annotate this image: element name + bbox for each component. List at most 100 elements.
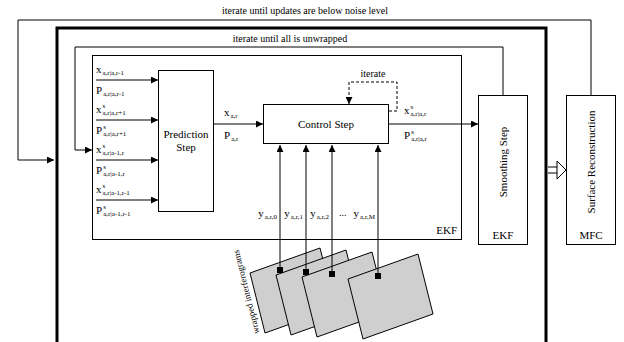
connector [214, 124, 263, 125]
index-stack: a,r|a,r-1 [103, 63, 124, 77]
index-stack: a,r,2 [317, 207, 329, 221]
subscript: a,r,0 [265, 214, 277, 221]
interferogram-sheet [348, 254, 433, 339]
input-arrow [96, 160, 158, 161]
math-label: Pa,r|a,r-1 [96, 82, 125, 98]
superscript [291, 207, 303, 214]
superscript [231, 106, 238, 113]
node-label: EKF [436, 224, 457, 237]
superscript: s [411, 129, 427, 136]
math-symbol: y [284, 207, 290, 219]
math-symbol: P [404, 129, 410, 141]
math-label: xsa,r|a,r+1 [96, 101, 126, 117]
index-stack: sa,r|a,r+1 [103, 103, 126, 117]
math-symbol: P [96, 204, 102, 216]
math-label: xa,r|a,r-1 [96, 61, 124, 77]
superscript: s [103, 164, 125, 171]
ellipsis-label: ... [337, 207, 349, 219]
input-arrow [96, 120, 158, 121]
math-symbol: x [96, 143, 102, 155]
superscript: s [103, 124, 126, 131]
ekf-block: EKF Prediction Step Control Step [92, 55, 462, 240]
index-stack: a,r [231, 129, 238, 143]
math-label: ya,r,0 [258, 205, 277, 221]
subscript: a,r|a-1,r [103, 150, 125, 157]
subscript: a,r,2 [317, 214, 329, 221]
math-symbol: x [404, 104, 410, 116]
measurement-line [332, 145, 333, 274]
math-label: Psa,r|a,r+1 [96, 122, 126, 138]
math-label: Psa,r|a,r [404, 127, 427, 143]
measurement-line [306, 145, 307, 272]
superscript [265, 207, 277, 214]
input-arrow [96, 200, 158, 201]
index-stack: sa,r|a,r [411, 104, 427, 118]
pixel-dot [375, 273, 381, 279]
superscript [317, 207, 329, 214]
math-symbol: x [96, 103, 102, 115]
index-stack: sa,r|a-1,r-1 [103, 204, 130, 218]
input-arrow [96, 80, 158, 81]
subscript: a,r|a-1,r-1 [103, 190, 130, 197]
subscript: a,r|a-1,r [103, 171, 125, 178]
math-symbol: y [310, 207, 316, 219]
math-symbol: x [224, 106, 230, 118]
pixel-dot [329, 271, 335, 277]
connector [75, 47, 503, 150]
index-stack: sa,r|a-1,r [103, 164, 125, 178]
pixel-dot [303, 269, 309, 275]
math-label: Psa,r|a-1,r-1 [96, 202, 130, 218]
outer-frame [57, 28, 546, 342]
node-label: Surface Reconstruction [585, 111, 598, 214]
subscript: a,r|a,r-1 [103, 70, 124, 77]
connector [349, 82, 397, 111]
process-box: Control Step [263, 104, 389, 144]
superscript [231, 129, 238, 136]
measurement-line [280, 145, 281, 270]
superscript: s [103, 183, 130, 190]
edge-label: iterate [359, 68, 388, 80]
math-symbol: P [96, 84, 102, 96]
index-stack: sa,r|a-1,r-1 [103, 183, 130, 197]
subscript: a,r|a,r+1 [103, 110, 126, 117]
edge-label: iterate until all is unwrapped [231, 33, 349, 45]
math-label: Pa,r [224, 127, 238, 143]
superscript: s [103, 143, 125, 150]
measurement-line [378, 145, 379, 276]
pixel-dot [277, 267, 283, 273]
node-label: Control Step [298, 118, 354, 131]
index-stack: sa,r|a-1,r [103, 143, 125, 157]
loop-label: iterate until updates are below noise le… [220, 5, 390, 17]
math-label: xsa,r|a-1,r-1 [96, 181, 130, 197]
connector [389, 124, 478, 125]
math-label: ya,r,M [354, 205, 375, 221]
block-label: MFC [567, 229, 615, 242]
math-label: xsa,r|a-1,r [96, 141, 124, 157]
hollow-arrow [557, 161, 566, 179]
superscript: s [103, 204, 130, 211]
superscript [103, 84, 124, 91]
math-symbol: y [354, 207, 360, 219]
math-label: ya,r,2 [310, 205, 329, 221]
math-symbol: x [96, 63, 102, 75]
math-symbol: x [96, 183, 102, 195]
node-label: Smoothing Step [497, 127, 510, 198]
subscript: a,r|a,r-1 [103, 91, 124, 98]
math-label: Psa,r|a-1,r [96, 162, 125, 178]
superscript: s [103, 103, 126, 110]
index-stack: sa,r|a,r+1 [103, 124, 126, 138]
subscript: a,r|a-1,r-1 [103, 211, 130, 218]
math-symbol: P [224, 129, 230, 141]
superscript: s [411, 104, 427, 111]
index-stack: a,r|a,r-1 [103, 84, 124, 98]
subscript: a,r|a,r [411, 111, 427, 118]
process-box: Prediction Step [158, 70, 214, 212]
block-label: EKF [479, 229, 527, 242]
process-box: Smoothing StepEKF [478, 95, 528, 245]
process-box: Surface ReconstructionMFC [566, 95, 616, 245]
index-stack: a,r,1 [291, 207, 303, 221]
superscript [360, 207, 375, 214]
subscript: a,r,1 [291, 214, 303, 221]
